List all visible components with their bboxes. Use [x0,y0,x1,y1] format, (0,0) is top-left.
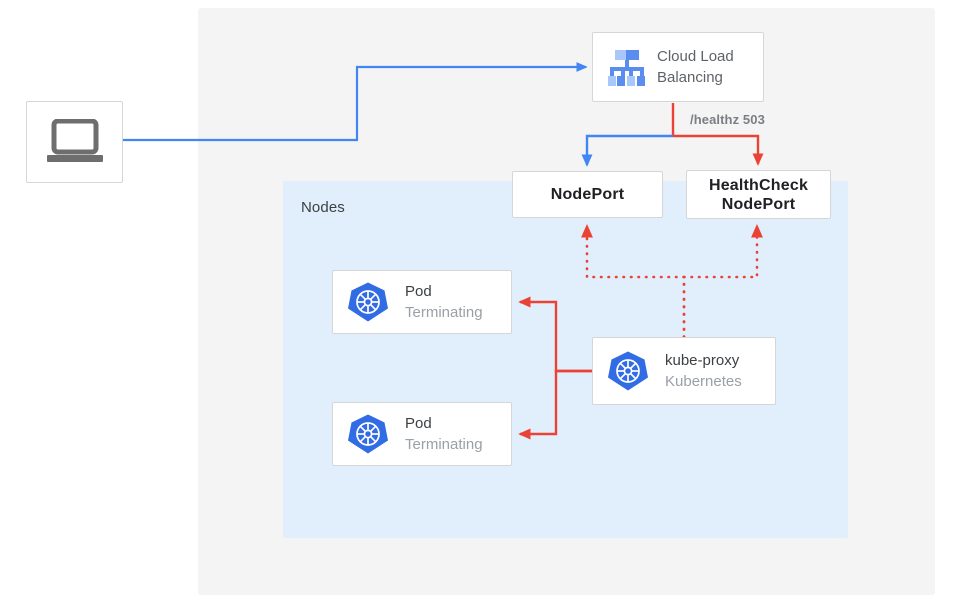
kubernetes-icon [348,414,388,454]
healthcheck-nodeport-card: HealthCheck NodePort [686,170,831,219]
cloud-load-balancing-title-line2: Balancing [657,69,723,86]
client-laptop-card [26,101,123,183]
healthcheck-nodeport-label-line1: HealthCheck [708,176,809,194]
nodes-panel-label: Nodes [301,199,345,216]
pod-card-2: Pod Terminating [332,402,512,466]
pod-title: Pod [405,415,432,432]
pod-card-1: Pod Terminating [332,270,512,334]
pod-status: Terminating [405,436,483,453]
kubernetes-icon [608,351,648,391]
healthcheck-nodeport-label-line2: NodePort [721,195,796,213]
kube-proxy-title: kube-proxy [665,352,740,369]
cloud-load-balancing-icon [608,50,645,86]
kube-proxy-subtitle: Kubernetes [665,373,742,390]
healthcheck-nodeport-label: HealthCheck NodePort [709,176,808,214]
cloud-load-balancing-card: Cloud Load Balancing [592,32,764,102]
kube-proxy-card: kube-proxy Kubernetes [592,337,776,405]
nodeport-label: NodePort [550,186,625,203]
pod-status: Terminating [405,304,483,321]
healthz-edge-label: /healthz 503 [690,112,765,127]
kubernetes-icon [348,282,388,322]
cloud-load-balancing-title: Cloud Load [657,48,734,65]
laptop-icon [46,119,103,162]
pod-title: Pod [405,283,432,300]
nodeport-card: NodePort [512,171,663,218]
